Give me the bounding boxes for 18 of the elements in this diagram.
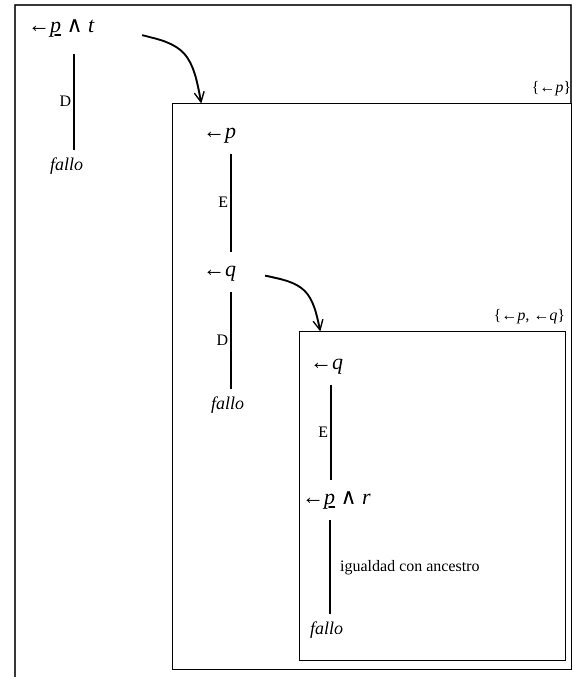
derivation-line (230, 292, 232, 389)
goal-formula: ←p ∧ r (302, 482, 392, 518)
goal-formula: ←q (310, 347, 360, 383)
derivation-line (230, 154, 232, 252)
goal-set-label: {←p} (532, 78, 571, 98)
failure-label: fallo (310, 616, 360, 642)
goal-formula: ←q (203, 254, 263, 290)
derivation-line (330, 385, 332, 480)
edge-label: igualdad con ancestro (338, 557, 482, 577)
derivation-line (73, 54, 75, 150)
derivation-line (329, 520, 331, 614)
curved-arrow (264, 274, 324, 331)
curved-arrow (142, 34, 205, 103)
failure-label: fallo (211, 391, 261, 417)
goal-set-label: {←p, ←q} (494, 306, 565, 326)
goal-formula: ←p ∧ t (28, 10, 140, 52)
goal-formula: ←p (203, 116, 253, 152)
failure-label: fallo (50, 152, 105, 178)
